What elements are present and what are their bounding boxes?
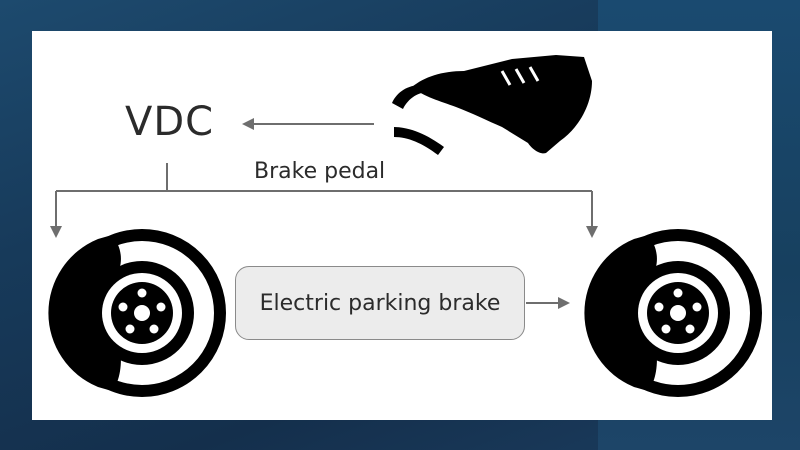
brake-pedal-label: Brake pedal xyxy=(254,159,386,184)
vdc-distribution-lines xyxy=(50,163,598,238)
diagram-card: VDC Brake pedal Electric parking brake xyxy=(32,31,772,420)
foot-on-pedal-icon xyxy=(392,55,592,155)
brake-system-diagram xyxy=(48,55,762,397)
vdc-label: VDC xyxy=(125,99,215,145)
electric-parking-brake-label: Electric parking brake xyxy=(259,290,501,316)
electric-parking-brake-box: Electric parking brake xyxy=(235,266,525,340)
right-wheel-brake-icon xyxy=(584,229,762,397)
left-wheel-brake-icon xyxy=(48,229,226,397)
